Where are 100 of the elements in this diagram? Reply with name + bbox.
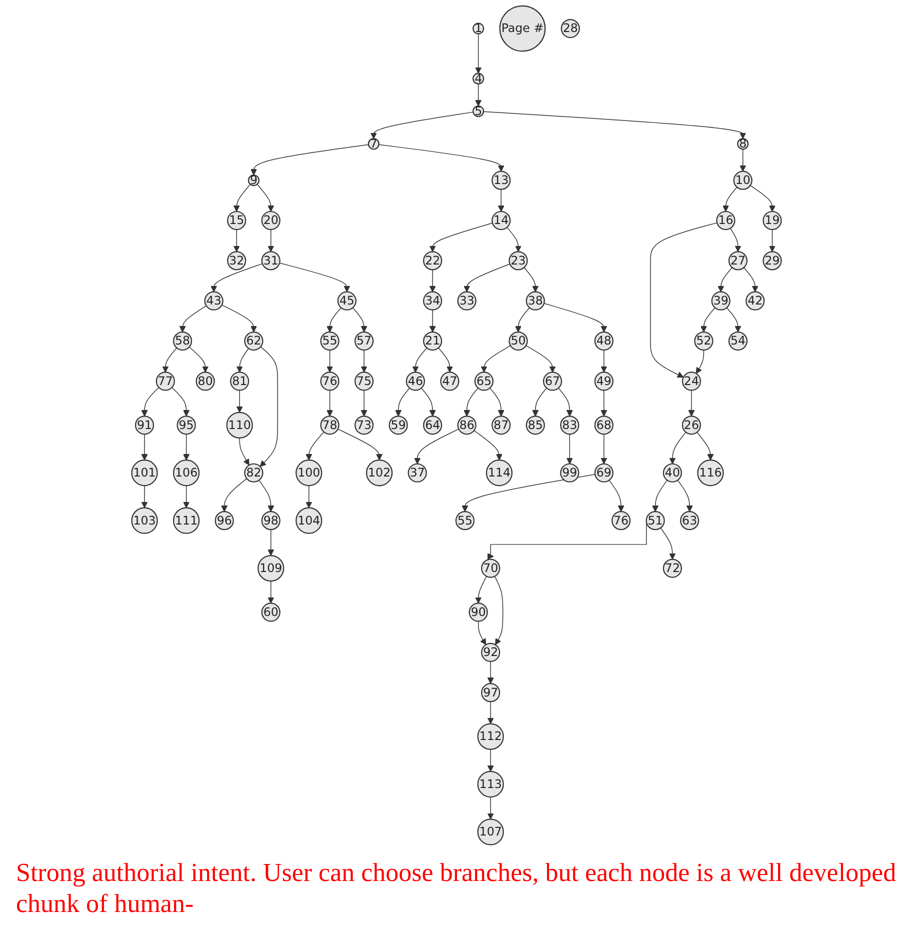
arrow — [162, 348, 178, 373]
node-circle: 73 — [354, 416, 374, 435]
arrow — [524, 267, 539, 292]
arrow — [558, 388, 573, 416]
arrow — [480, 345, 511, 373]
arrow — [236, 390, 243, 413]
node-circle: 95 — [176, 416, 196, 435]
arrow — [414, 428, 460, 464]
arrow — [412, 348, 428, 373]
arrow — [462, 474, 596, 512]
node-circle: 21 — [423, 331, 442, 351]
node-circle: 70 — [481, 558, 500, 578]
arrow — [487, 701, 494, 724]
arrow — [475, 83, 482, 106]
node-circle: 100 — [296, 460, 322, 486]
arrow — [258, 480, 274, 512]
node-circle: 46 — [406, 372, 426, 391]
node-circle: 75 — [354, 372, 374, 391]
arrow — [722, 186, 738, 212]
node-circle: 69 — [594, 463, 614, 482]
arrow — [141, 485, 148, 508]
node-circle: 77 — [156, 372, 175, 391]
node-circle: 90 — [468, 602, 488, 622]
node-circle: 64 — [423, 416, 442, 435]
node-circle: 76 — [320, 372, 340, 391]
arrow — [487, 748, 494, 772]
arrow — [256, 184, 274, 212]
node-circle: 38 — [526, 291, 545, 310]
arrow — [236, 348, 249, 373]
arrow — [360, 350, 368, 373]
node-circle: 23 — [508, 251, 528, 270]
arrow — [474, 430, 502, 460]
node-circle: 85 — [526, 416, 545, 435]
arrow — [688, 390, 695, 416]
arrow — [475, 33, 482, 74]
arrow — [420, 388, 436, 416]
node-circle: 83 — [560, 416, 580, 435]
node-circle: 60 — [261, 602, 280, 622]
node-circle: 45 — [337, 291, 356, 310]
arrow — [769, 229, 776, 252]
node-circle: 80 — [196, 372, 215, 391]
arrow — [600, 350, 608, 373]
node-circle: 114 — [486, 460, 513, 486]
arrow — [429, 310, 436, 332]
arrow — [669, 432, 686, 464]
node-circle: 113 — [477, 770, 504, 798]
arrow — [700, 307, 716, 332]
arrow — [395, 388, 410, 416]
caption-text: Strong authorial intent. User can choose branches, but each node is a well developed chunk of human- — [16, 856, 897, 919]
arrow — [306, 485, 312, 508]
arrow — [352, 307, 368, 332]
node-circle: 96 — [214, 511, 234, 530]
node-circle: 111 — [172, 507, 200, 534]
arrow — [250, 144, 369, 176]
node-circle: 110 — [226, 412, 253, 438]
node-circle: 29 — [762, 251, 782, 270]
arrow — [730, 228, 742, 252]
node-circle: 58 — [172, 331, 192, 351]
arrow — [506, 226, 522, 252]
arrow — [650, 222, 718, 378]
node-circle: 102 — [366, 460, 393, 486]
node-circle: 107 — [477, 818, 504, 846]
node-circle: 26 — [682, 416, 702, 435]
arrow — [260, 346, 278, 467]
node-circle: 51 — [646, 511, 665, 530]
node-circle: 52 — [694, 331, 714, 351]
arrow — [429, 269, 436, 292]
node-circle: 9 — [248, 174, 260, 186]
arrow — [188, 346, 209, 373]
arrow — [221, 478, 248, 512]
node-circle: 87 — [492, 416, 511, 435]
arrow — [743, 267, 758, 292]
arrow — [268, 529, 274, 556]
node-circle: 31 — [261, 251, 280, 270]
arrow — [210, 263, 263, 292]
node-circle: 37 — [408, 463, 427, 482]
node-circle: 7 — [368, 138, 380, 150]
arrow — [360, 390, 368, 416]
node-circle: 1 — [472, 22, 484, 34]
node-circle: 86 — [457, 416, 476, 435]
arrow — [429, 222, 493, 252]
node-circle: 20 — [261, 210, 280, 230]
node-circle: 4 — [472, 72, 484, 84]
node-circle: 43 — [204, 291, 224, 310]
arrow — [718, 267, 733, 292]
arrow — [478, 620, 486, 646]
arrow — [489, 388, 504, 416]
arrow — [677, 480, 693, 512]
arrow — [608, 480, 624, 512]
node-circle: 112 — [477, 723, 504, 750]
arrow — [696, 432, 714, 460]
arrow — [268, 229, 274, 252]
node-circle: 32 — [227, 251, 246, 270]
arrow — [600, 434, 608, 464]
node-circle: 19 — [762, 210, 782, 230]
node-circle: 47 — [440, 372, 460, 391]
node-circle: 62 — [244, 331, 264, 351]
arrow — [326, 390, 334, 416]
node-circle: 10 — [733, 170, 752, 190]
node-circle: 40 — [662, 463, 682, 482]
